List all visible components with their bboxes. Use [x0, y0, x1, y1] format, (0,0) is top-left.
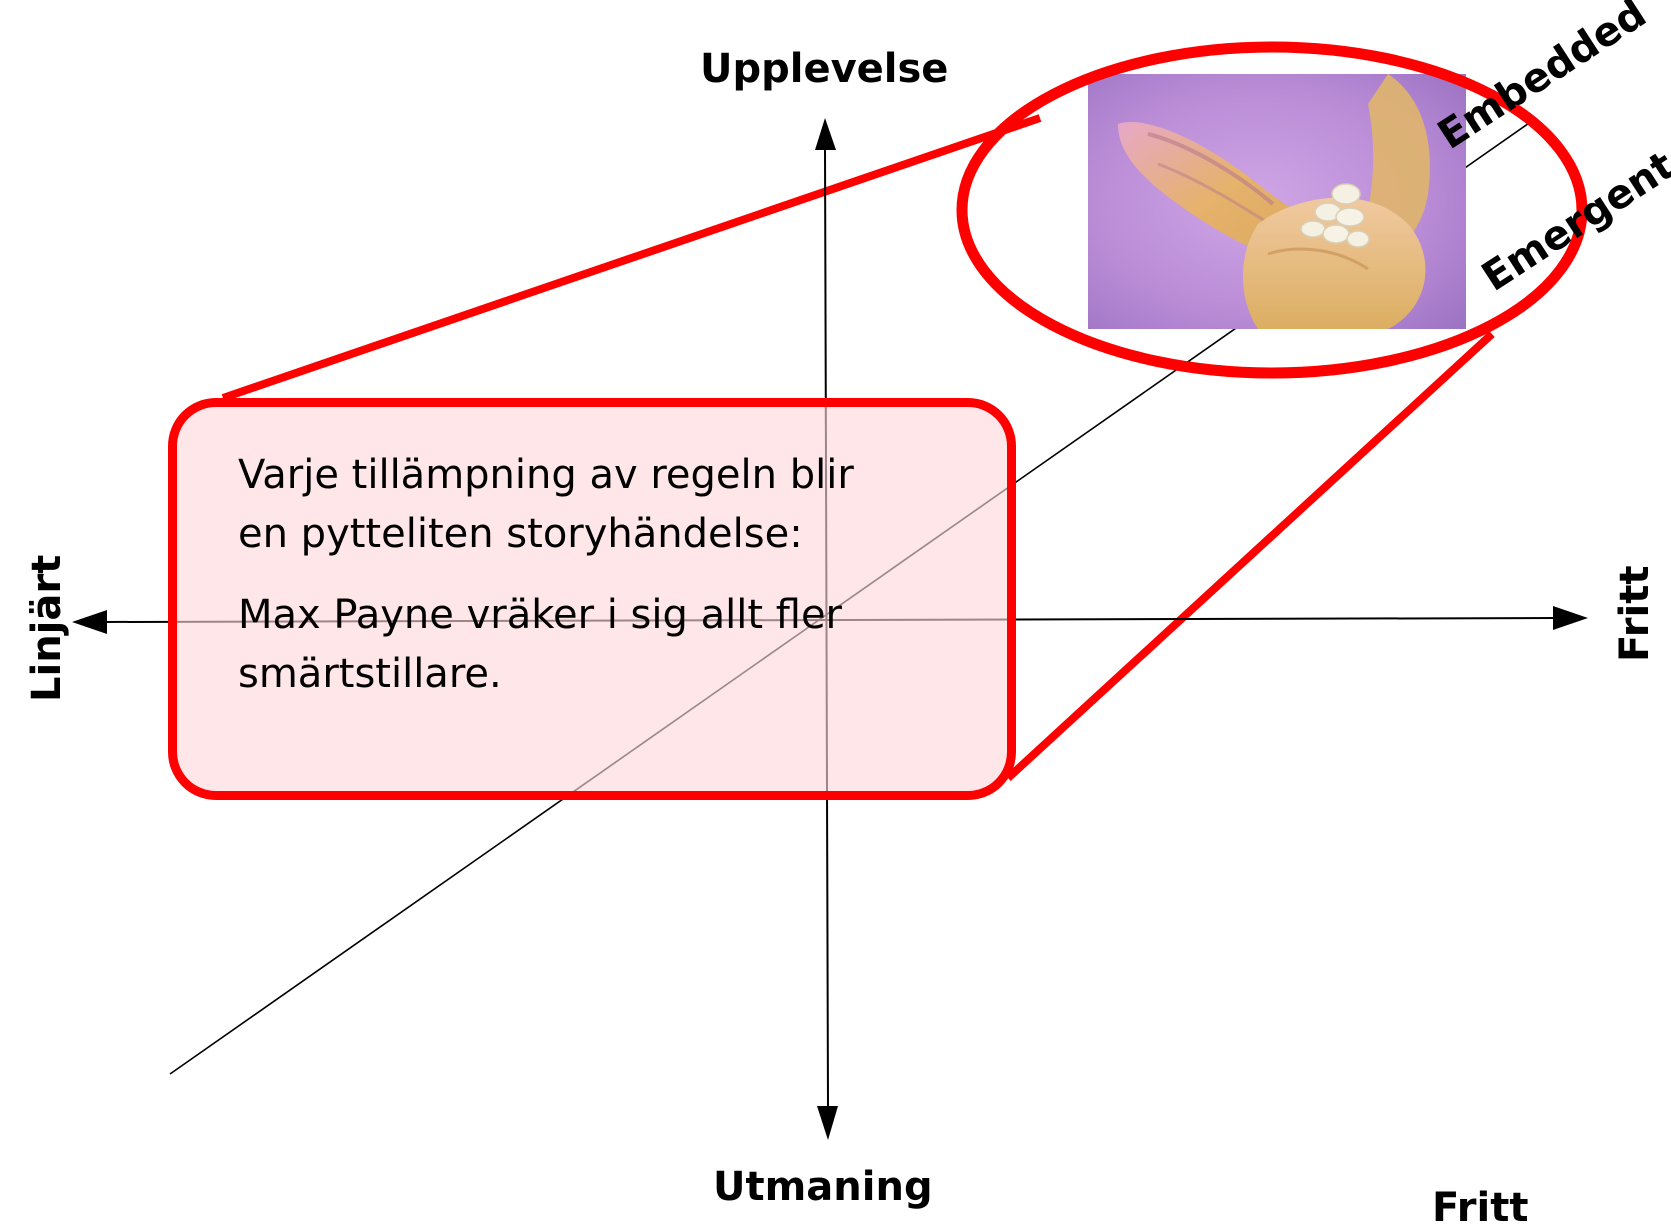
hand-with-pills-image — [1088, 74, 1466, 329]
axis-label-utmaning: Utmaning — [713, 1164, 933, 1210]
callout-text-line-3: Max Payne vräker i sig allt fler — [238, 586, 938, 645]
axis-label-linjart: Linjärt — [24, 555, 70, 702]
axis-label-fritt-right: Fritt — [1612, 566, 1658, 662]
horizontal-axis-arrow-left — [72, 610, 107, 634]
axis-label-fritt-bottom: Fritt — [1432, 1185, 1528, 1231]
zoom-line-lower — [1008, 334, 1492, 778]
horizontal-axis-arrow-right — [1553, 606, 1588, 630]
callout-text-line-2: en pytteliten storyhändelse: — [238, 505, 938, 564]
zoom-line-upper — [223, 118, 1040, 398]
callout-text-line-4: smärtstillare. — [238, 645, 938, 704]
vertical-axis-arrow-down — [817, 1106, 838, 1140]
axis-label-upplevelse: Upplevelse — [700, 46, 948, 92]
vertical-axis-arrow-up — [815, 118, 836, 150]
callout-text-line-1: Varje tillämpning av regeln blir — [238, 446, 938, 505]
pills-photo — [1088, 74, 1466, 329]
